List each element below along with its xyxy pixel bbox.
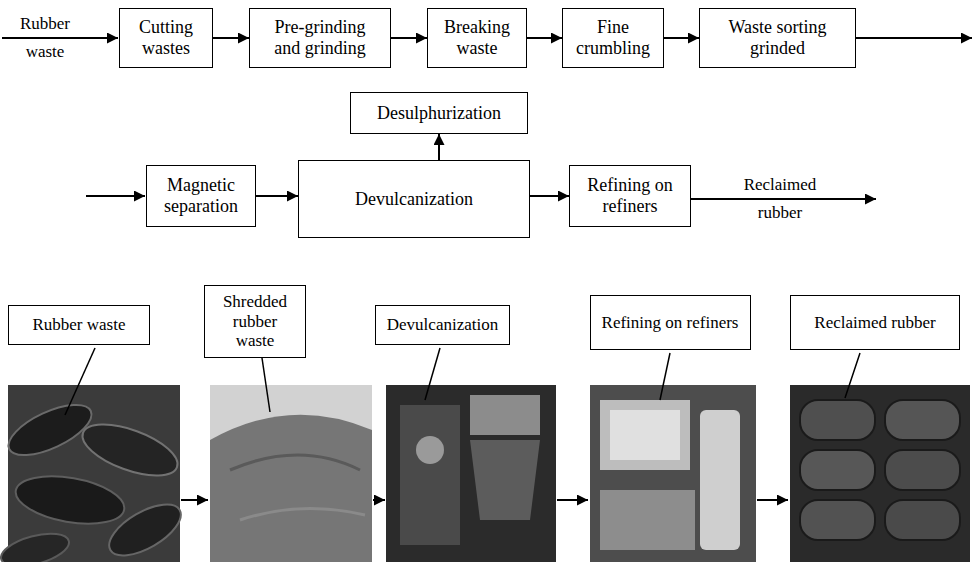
process-box: Pre-grinding and grinding (249, 8, 391, 68)
box-text: Devulcanization (355, 189, 473, 210)
box-text: Magnetic separation (157, 175, 245, 216)
flow-arrow (530, 195, 569, 197)
photo-arrow (757, 499, 788, 501)
flow-arrow (213, 37, 249, 39)
input-arrow (2, 37, 118, 39)
process-box: Desulphurization (350, 92, 528, 134)
process-box: Cutting wastes (119, 8, 213, 68)
process-box: Rubber waste (8, 305, 150, 345)
devulcanization-photo (386, 385, 556, 562)
flow-label: Rubber waste (12, 10, 78, 66)
process-box: Devulcanization (375, 305, 510, 345)
box-text: Breaking waste (438, 17, 516, 58)
photo-arrow (373, 499, 385, 501)
rubber-waste-photo (0, 385, 189, 562)
flow-arrow (527, 37, 562, 39)
output-arrow (856, 37, 972, 39)
box-text: Pre-grinding and grinding (260, 17, 380, 58)
shredded-rubber-photo (210, 385, 372, 562)
process-box: Refining on refiners (590, 295, 751, 350)
input-arrow (86, 195, 145, 197)
flow-arrow (256, 195, 298, 197)
leader-line (65, 348, 95, 415)
photo-arrow (181, 499, 208, 501)
box-text: Waste sorting grinded (710, 17, 845, 58)
box-text: Fine crumbling (573, 17, 653, 58)
flow-arrow (391, 37, 427, 39)
leader-line (660, 353, 670, 400)
box-text: Rubber waste (32, 315, 125, 335)
leader-line (845, 353, 860, 398)
process-box: Magnetic separation (146, 165, 256, 227)
process-box: Fine crumbling (562, 8, 664, 68)
flow-label: Reclaimed rubber (735, 171, 825, 227)
box-text: Desulphurization (377, 103, 501, 124)
process-box: Reclaimed rubber (790, 295, 960, 350)
output-arrow (691, 198, 876, 200)
photo-arrow (557, 499, 588, 501)
reclaimed-rubber-photo (790, 385, 970, 562)
box-text: Reclaimed rubber (814, 313, 935, 333)
leader-line (425, 348, 440, 400)
process-box: Shredded rubber waste (204, 285, 306, 358)
refiner-machine-photo (590, 385, 756, 562)
flow-arrow (438, 134, 440, 160)
process-box: Devulcanization (298, 160, 530, 238)
flow-arrow (664, 37, 699, 39)
box-text: Shredded rubber waste (215, 292, 295, 351)
leader-line (262, 358, 270, 412)
process-box: Refining on refiners (569, 165, 691, 227)
process-box: Waste sorting grinded (699, 8, 856, 68)
process-box: Breaking waste (427, 8, 527, 68)
box-text: Devulcanization (387, 315, 498, 335)
box-text: Cutting wastes (130, 17, 202, 58)
box-text: Refining on refiners (580, 175, 680, 216)
box-text: Refining on refiners (602, 313, 739, 333)
